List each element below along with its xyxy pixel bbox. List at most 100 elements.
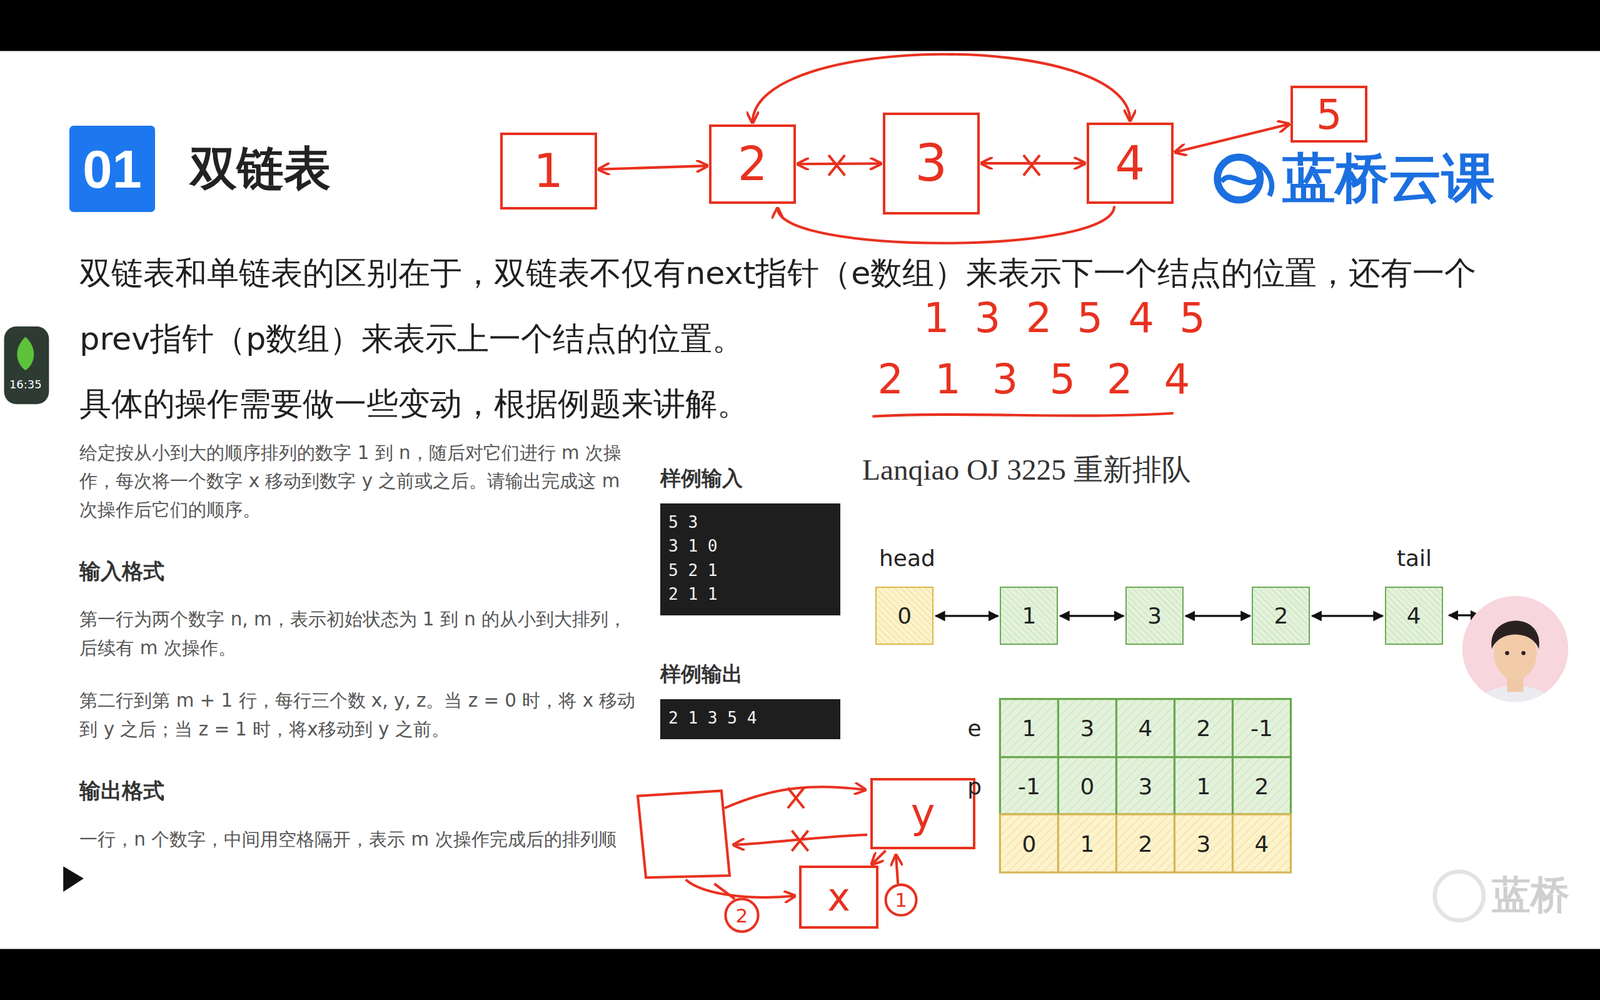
slide-title: 双链表 (190, 142, 331, 195)
section-badge: 01 (69, 125, 156, 213)
logo-icon (1257, 163, 1272, 196)
callout-number: 2 (735, 904, 749, 926)
hand-arrow (981, 161, 1085, 165)
hand-arrow (797, 162, 881, 166)
problem-text: 一行，n 个数字，中间用空格隔开，表示 m 次操作完成后的排列顺 (79, 825, 636, 855)
handwritten-note: 1 3 2 5 4 5 (923, 295, 1212, 341)
cross-mark (791, 830, 808, 851)
pointer-label: tail (1396, 545, 1432, 571)
row-label: e (967, 716, 982, 741)
list-link (1311, 614, 1383, 617)
logo-icon (1221, 176, 1262, 183)
sample-heading: 样例输出 (660, 662, 743, 687)
intro-text: 具体的操作需要做一些变动，根据例题来讲解。 (79, 371, 1509, 437)
table-row (999, 699, 1291, 758)
index-cell: 3 (1196, 831, 1212, 856)
watermark-icon (1434, 870, 1484, 920)
problem-block: 给定按从小到大的顺序排列的数字 1 到 n，随后对它们进行 m 次操作，每次将一… (79, 438, 636, 855)
callout-circle (885, 884, 917, 916)
avatar-body (1472, 685, 1559, 739)
list-link (1185, 614, 1250, 617)
cross-mark (1023, 155, 1040, 176)
index-cell: 2 (1138, 831, 1153, 856)
handwritten-box: 5 (1290, 85, 1367, 143)
table-cell: 2 (1254, 774, 1270, 800)
avatar-eye (1504, 650, 1510, 656)
sample-box: 样例输出2 1 3 5 4 (660, 699, 841, 740)
watermark: 蓝桥 (1491, 873, 1570, 916)
table-cell: 4 (1138, 716, 1153, 741)
row-label: p (967, 774, 982, 800)
table-cell: 1 (1021, 716, 1037, 741)
handwritten-box: 3 (882, 112, 980, 215)
table-row (999, 814, 1291, 873)
table-grid (1057, 699, 1233, 815)
list-node: 2 (1251, 586, 1310, 645)
callout-number: 1 (894, 889, 908, 911)
table-grid (1057, 814, 1233, 873)
cross-mark (828, 155, 845, 176)
hand-arrow (685, 879, 796, 897)
table-cell: 1 (1196, 774, 1212, 800)
table-cell: -1 (1017, 774, 1041, 800)
callout-circle (725, 898, 758, 931)
cross-mark (787, 787, 805, 809)
hand-box (637, 790, 730, 878)
intro-text: 双链表和单链表的区别在于，双链表不仅有next指针（e数组）来表示下一个结点的位… (79, 240, 1509, 372)
hand-loop (777, 206, 1115, 244)
time-text: 16:35 (9, 378, 42, 391)
bottom-bar (0, 948, 1600, 1000)
hand-arrow (724, 786, 866, 808)
node-text: x (827, 876, 851, 918)
table-cell: -1 (1250, 716, 1273, 741)
list-link (935, 614, 998, 617)
intro-block: 双链表和单链表的区别在于，双链表不仅有next指针（e数组）来表示下一个结点的位… (79, 240, 1509, 437)
hand-underline (872, 413, 1173, 417)
problem-heading: 输入格式 (79, 557, 636, 586)
list-node: 4 (1384, 586, 1444, 645)
handwritten-box: 2 (709, 124, 796, 204)
table-cell: 2 (1196, 716, 1212, 741)
hand-leader (714, 883, 735, 899)
timer-badge (4, 326, 50, 404)
index-cell: 1 (1079, 831, 1095, 856)
sample-line: 2 1 1 (668, 582, 833, 606)
node-text: 4 (1115, 138, 1146, 189)
handwritten-note: 2 1 3 5 2 4 (877, 357, 1200, 403)
avatar-hair (1491, 620, 1539, 649)
logo-text: 蓝桥云课 (1282, 148, 1495, 207)
handwritten-box: 1 (500, 132, 598, 209)
hand-leader (895, 854, 898, 884)
index-cell: 0 (1021, 831, 1037, 856)
table-row (999, 757, 1291, 815)
node-text: y (910, 791, 936, 835)
index-cell: 4 (1254, 831, 1270, 856)
node-text: 1 (533, 146, 564, 196)
sample-line: 5 3 (668, 510, 833, 534)
list-node: 3 (1125, 586, 1184, 645)
table-cell: 0 (1079, 774, 1095, 800)
node-text: 01 (82, 141, 142, 197)
leaf-icon (16, 336, 34, 371)
avatar-eye (1521, 650, 1526, 656)
node-text: 2 (1274, 603, 1289, 628)
node-text: 5 (1316, 93, 1343, 137)
node-text: 4 (1406, 603, 1422, 628)
node-text: 0 (897, 603, 912, 628)
sample-line: 3 1 0 (668, 533, 833, 558)
handwritten-box: 4 (1086, 122, 1174, 205)
problem-text: 第二行到第 m + 1 行，每行三个数 x, y, z。当 z = 0 时，将 … (79, 686, 636, 744)
presenter-avatar (1462, 595, 1569, 739)
list-node: 1 (999, 586, 1058, 645)
problem-text: 第一行为两个数字 n, m，表示初始状态为 1 到 n 的从小到大排列，后续有 … (79, 605, 636, 663)
hand-arrow (598, 165, 708, 170)
problem-title: Lanqiao OJ 3225 重新排队 (862, 453, 1192, 486)
hand-arrow (872, 850, 886, 865)
sample-box: 样例输入5 33 1 05 2 12 1 1 (660, 503, 841, 616)
list-link (1059, 614, 1124, 617)
problem-heading: 输出格式 (79, 776, 636, 806)
handwritten-box: y (870, 777, 976, 850)
node-text: 3 (1147, 603, 1162, 628)
pointer-label: head (879, 545, 936, 571)
